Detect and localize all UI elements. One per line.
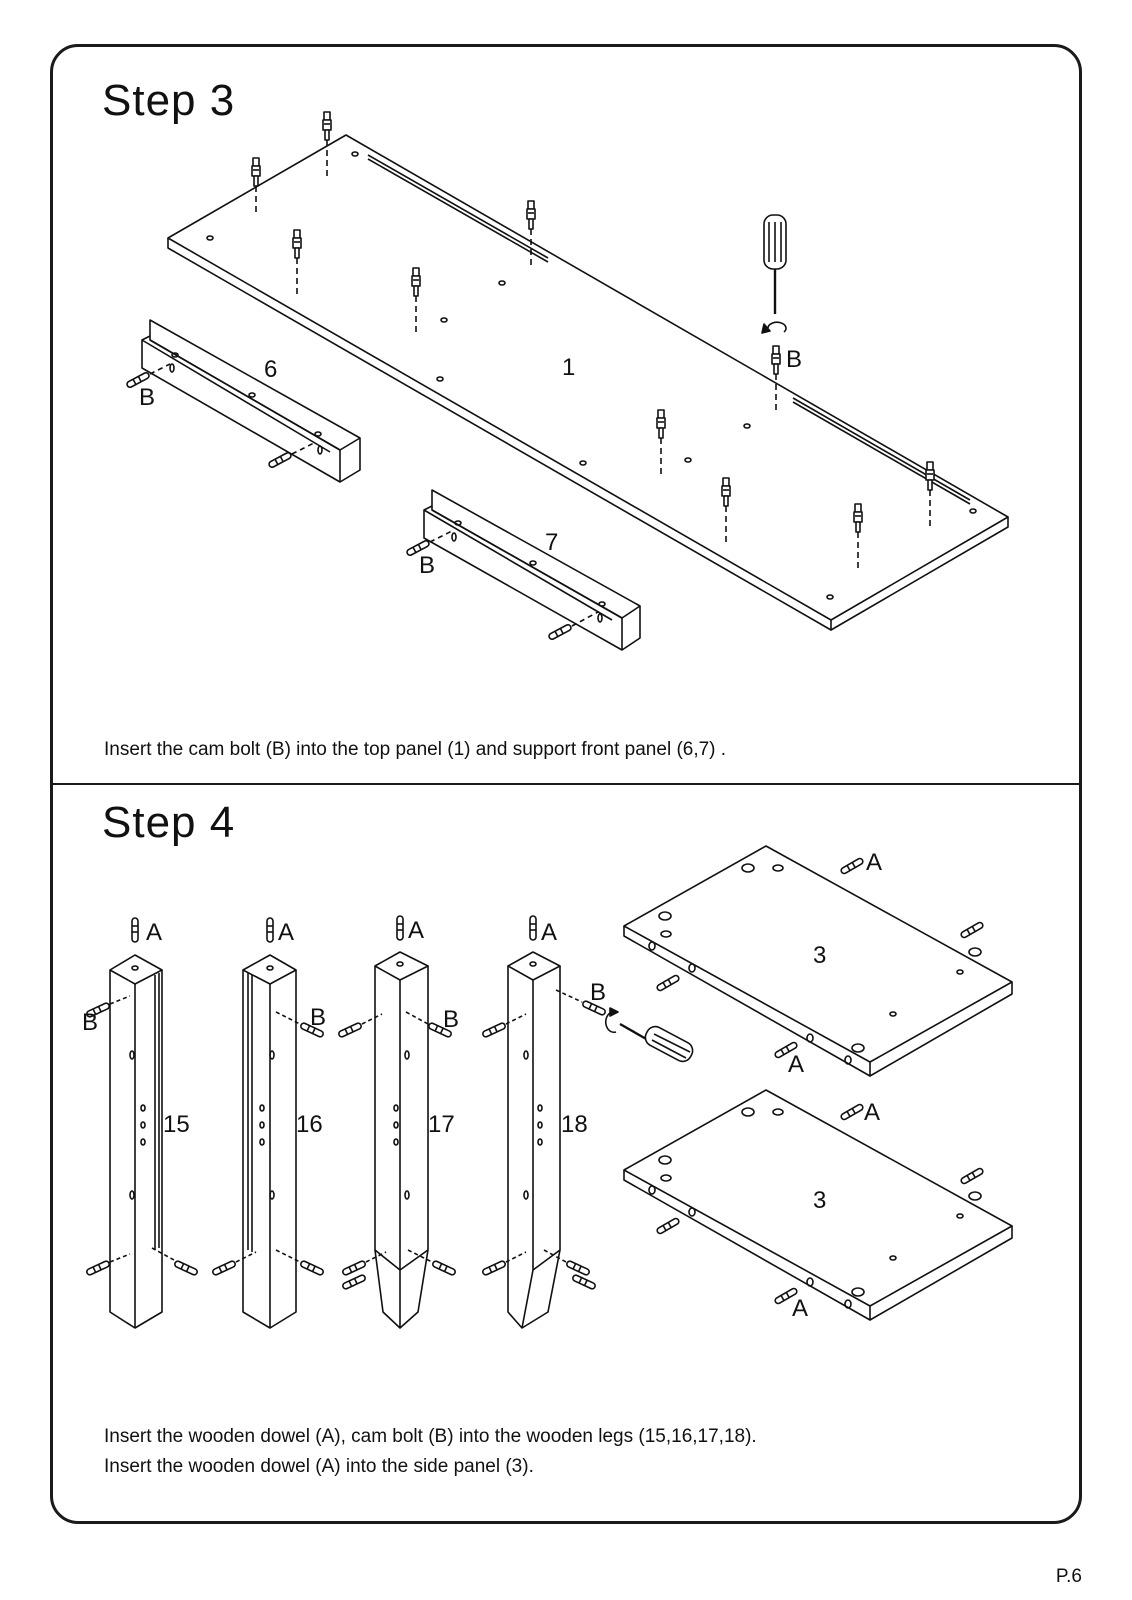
label-panel-3-upper: 3	[813, 942, 826, 969]
label-panel-6: 6	[264, 356, 277, 383]
label-leg-17: 17	[428, 1111, 455, 1138]
label-dowel-a7: A	[864, 1099, 880, 1126]
page-number: P.6	[1055, 1566, 1082, 1587]
step-divider	[50, 783, 1082, 785]
cam-bolts-top-panel	[251, 111, 935, 568]
label-dowel-a4: A	[541, 919, 557, 946]
wooden-leg-15	[109, 954, 163, 1329]
step4-title: Step 4	[102, 798, 236, 847]
label-bolt-b6: B	[443, 1006, 459, 1033]
wooden-leg-18	[507, 951, 561, 1329]
label-bolt-b3: B	[419, 552, 435, 579]
step3-title: Step 3	[102, 76, 236, 125]
label-bolt-b5: B	[310, 1004, 326, 1031]
label-dowel-a8: A	[792, 1295, 808, 1322]
label-bolt-b4: B	[82, 1009, 98, 1036]
wooden-leg-16	[242, 954, 297, 1329]
screwdriver-icon-step4	[605, 1007, 694, 1063]
side-panel-3-lower	[623, 1089, 1013, 1321]
label-leg-15: 15	[163, 1111, 190, 1138]
step3-caption: Insert the cam bolt (B) into the top pan…	[104, 739, 727, 760]
top-panel-1	[167, 134, 1009, 631]
cam-bolt-7b	[547, 622, 573, 642]
label-bolt-b7: B	[590, 979, 606, 1006]
label-leg-16: 16	[296, 1111, 323, 1138]
label-panel-7: 7	[545, 529, 558, 556]
label-leg-18: 18	[561, 1111, 588, 1138]
label-panel-3-lower: 3	[813, 1187, 826, 1214]
label-dowel-a1: A	[146, 919, 162, 946]
cam-bolt-6b	[267, 450, 293, 470]
label-dowel-a6: A	[788, 1051, 804, 1078]
label-panel-1: 1	[562, 354, 575, 381]
step4-caption-line2: Insert the wooden dowel (A) into the sid…	[104, 1456, 534, 1477]
label-dowel-a5: A	[866, 849, 882, 876]
panel-holes	[206, 151, 977, 600]
label-dowel-a2: A	[278, 919, 294, 946]
label-bolt-b1: B	[786, 346, 802, 373]
label-dowel-a3: A	[408, 917, 424, 944]
label-bolt-b2: B	[139, 384, 155, 411]
support-front-panel-6	[141, 319, 361, 483]
support-front-panel-7	[423, 489, 641, 651]
step4-caption-line1: Insert the wooden dowel (A), cam bolt (B…	[104, 1426, 757, 1447]
wooden-leg-17	[374, 951, 429, 1329]
side-panel-3-upper	[623, 845, 1013, 1077]
screwdriver-icon	[761, 214, 787, 334]
